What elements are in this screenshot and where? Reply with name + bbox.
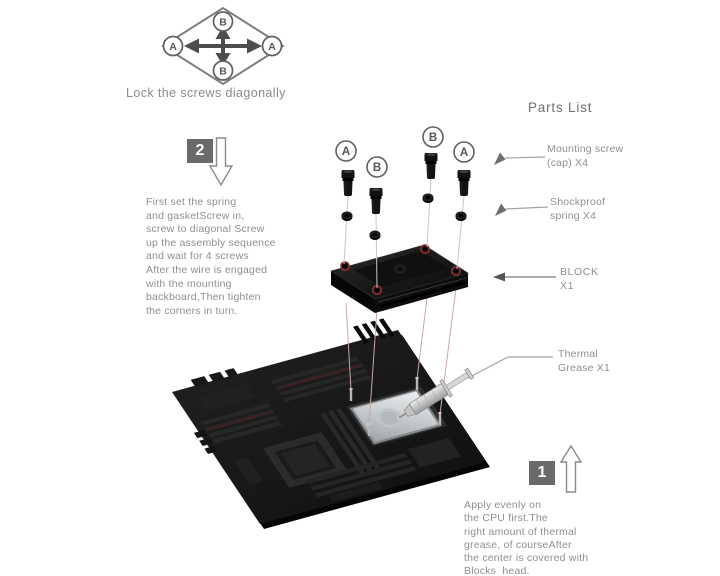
mounting-screws	[341, 153, 471, 214]
parts-item-block: BLOCK X1	[560, 266, 599, 292]
board-components	[190, 318, 461, 502]
svg-text:B: B	[429, 132, 437, 144]
diamond-label-left: A	[162, 35, 184, 57]
svg-text:B: B	[373, 162, 381, 174]
motherboard	[172, 318, 490, 529]
diamond-outline	[161, 6, 285, 86]
svg-text:A: A	[460, 147, 468, 159]
svg-text:A: A	[268, 41, 276, 53]
svg-text:B: B	[219, 16, 227, 28]
diamond-label-top: B	[212, 11, 234, 32]
svg-text:A: A	[342, 146, 350, 158]
step-2-text: First set the spring and gasketScrew in,…	[146, 196, 276, 317]
svg-text:A: A	[169, 41, 177, 53]
up-arrow-icon	[559, 444, 583, 493]
screw-b1	[369, 188, 383, 214]
alignment-lines-upper	[343, 178, 465, 289]
screw-callout-b1: B	[366, 156, 388, 178]
parts-list-title: Parts List	[528, 100, 593, 115]
leader-shockproof-spring	[495, 203, 549, 216]
screw-a2	[457, 170, 471, 196]
diamond-label-right: A	[261, 35, 283, 57]
screw-order-diagram: B A A B	[161, 6, 285, 86]
svg-text:B: B	[219, 65, 227, 77]
screw-callout-a1: A	[335, 140, 357, 162]
diamond-label-bottom: B	[212, 60, 234, 81]
parts-item-mounting-screw: Mounting screw (cap) X4	[547, 143, 624, 169]
screw-callout-a2: A	[453, 141, 475, 163]
screw-b2	[424, 153, 438, 179]
lock-diagram-caption: Lock the screws diagonally	[126, 86, 286, 100]
water-block	[330, 244, 469, 313]
parts-item-shockproof-spring: Shockproof spring X4	[550, 196, 606, 222]
step-1-badge: 1	[529, 461, 555, 485]
block-mount-holes	[340, 244, 461, 295]
screw-a1	[341, 170, 355, 196]
cross-arrows-icon	[184, 26, 262, 66]
leader-thermal-grease	[467, 356, 553, 379]
thermal-grease-syringe	[396, 367, 475, 420]
step-1-text: Apply evenly on the CPU first.The right …	[464, 499, 589, 576]
step-2-badge: 2	[187, 139, 213, 163]
parts-item-thermal-grease: Thermal Grease X1	[558, 348, 610, 374]
screw-callout-b2: B	[422, 126, 444, 148]
shockproof-springs	[341, 193, 467, 240]
leader-block	[493, 272, 556, 282]
leader-mounting-screw	[494, 152, 546, 165]
down-arrow-icon	[208, 137, 234, 187]
